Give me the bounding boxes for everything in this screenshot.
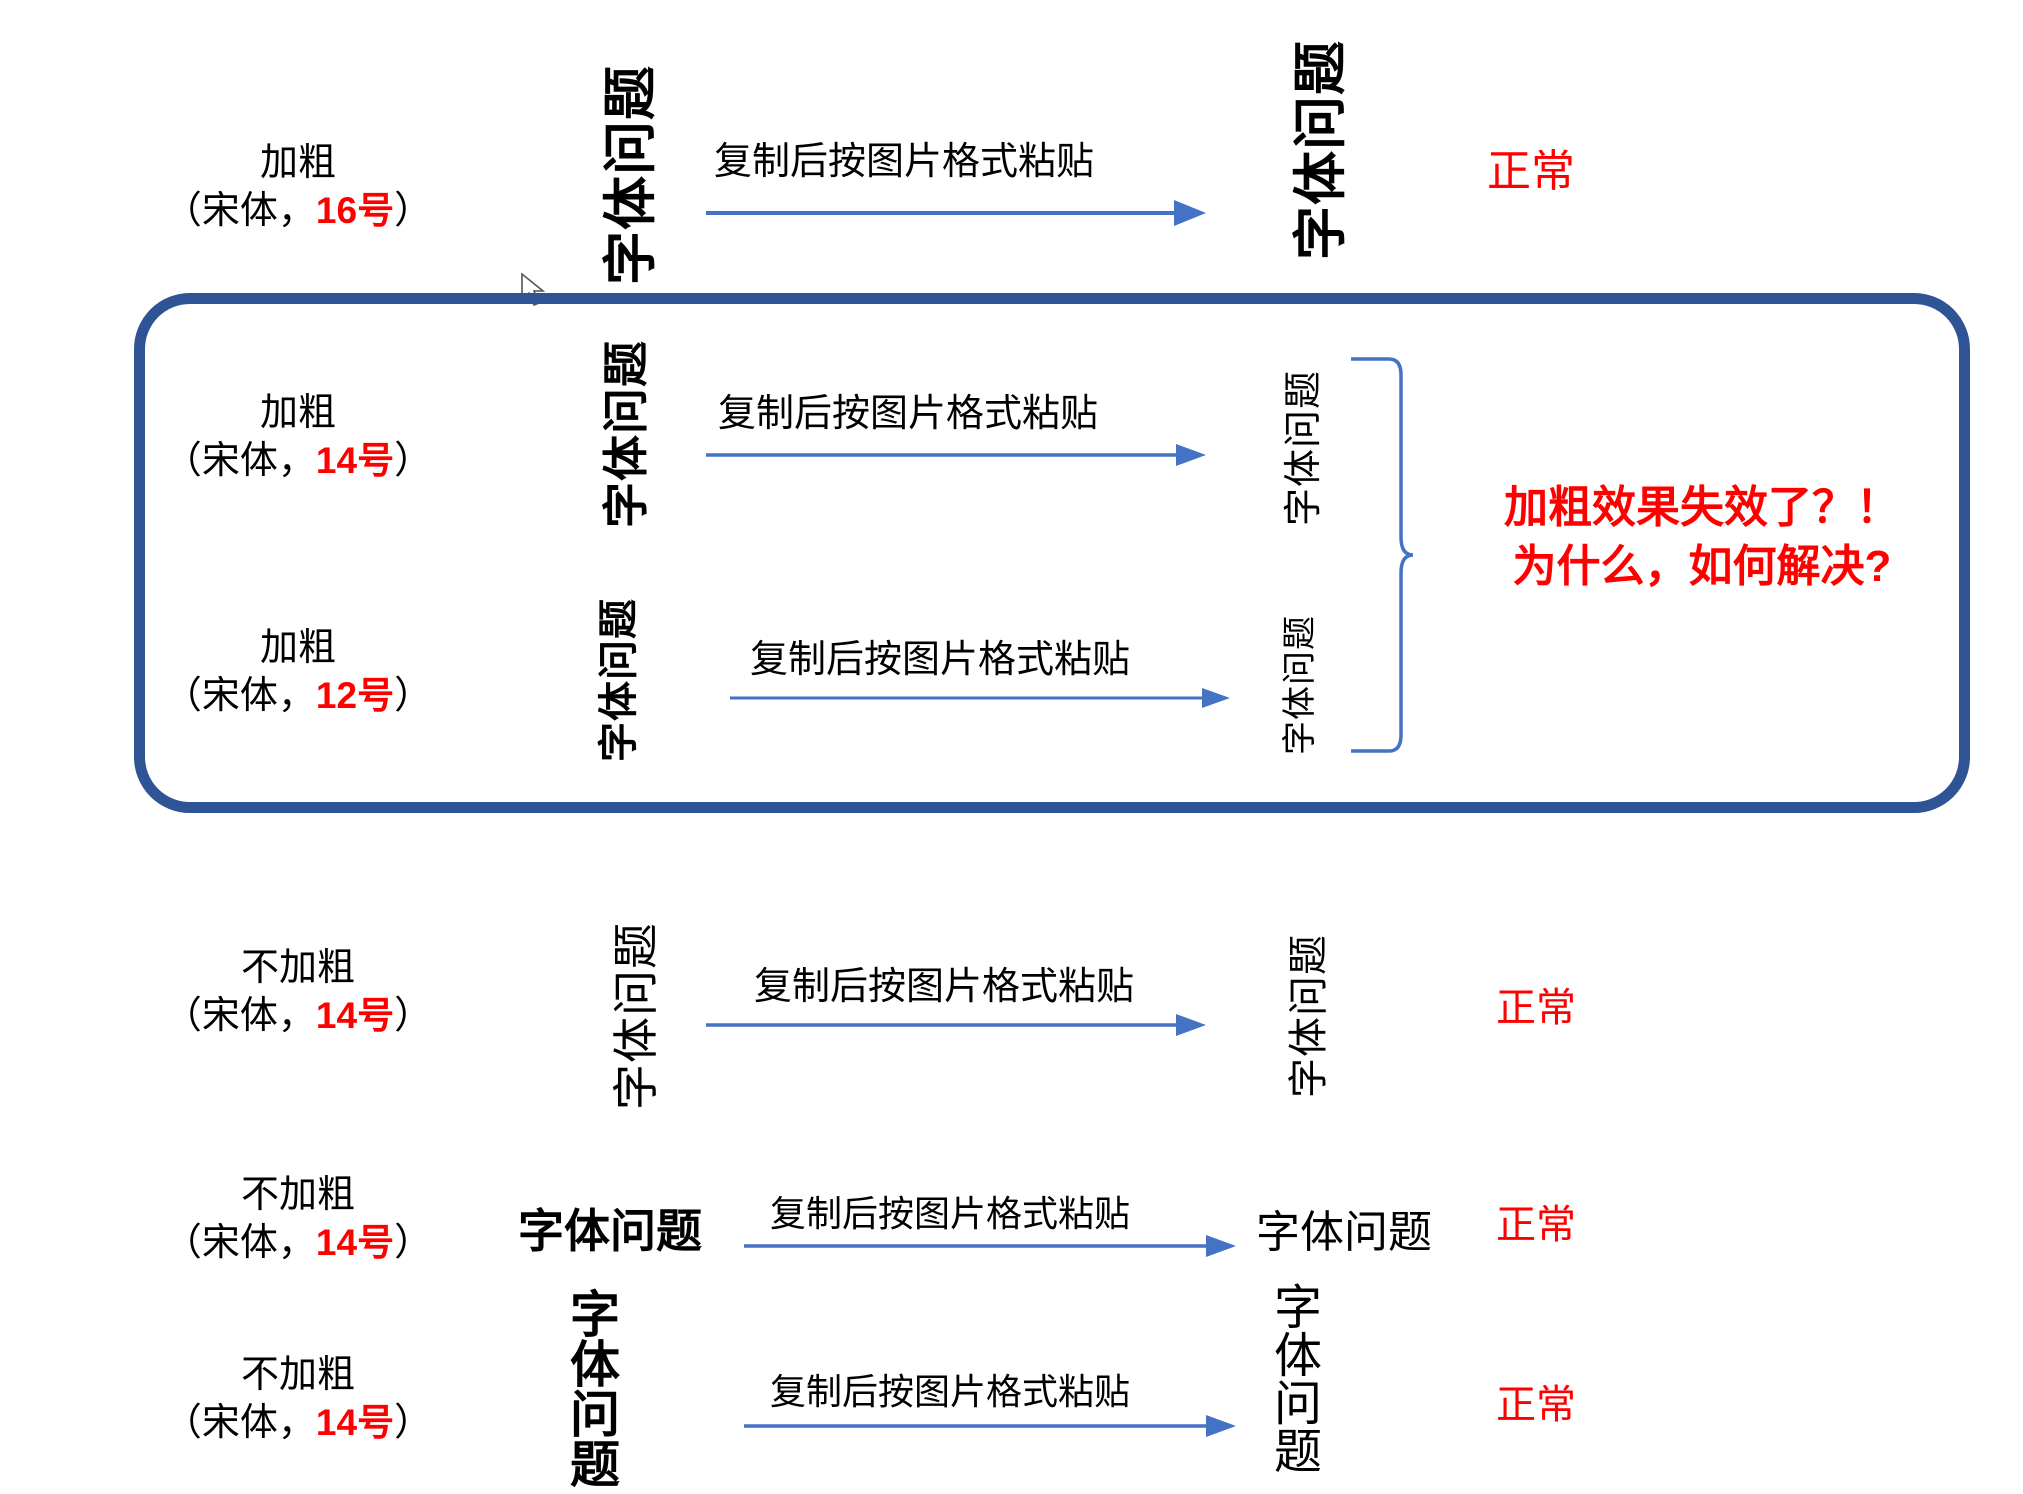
- row-caption-6: 复制后按图片格式粘贴: [770, 1372, 1131, 1412]
- row-label-2: 加粗 （宋体，14号）: [148, 390, 448, 486]
- row-label-5-suffix: ）: [394, 1221, 433, 1264]
- row-status-6: 正常: [1496, 1382, 1576, 1427]
- row-label-5-prefix: （宋体，: [163, 1221, 316, 1264]
- row-label-2-prefix: （宋体，: [163, 439, 316, 482]
- row-label-4-suffix: ）: [394, 994, 433, 1037]
- row-result-text-3: 字体问题: [1282, 615, 1319, 755]
- row-label-5-size: 14号: [315, 1221, 395, 1263]
- row-label-3: 加粗 （宋体，12号）: [148, 625, 448, 721]
- row-arrow-1: [706, 200, 1206, 226]
- row-result-text-5: 字体问题: [1256, 1208, 1432, 1257]
- row-result-text-2: 字体问题: [1283, 369, 1325, 526]
- row-label-1-weight: 加粗: [259, 142, 336, 184]
- row-label-5: 不加粗 （宋体，14号）: [148, 1172, 448, 1268]
- highlight-box: [134, 293, 1970, 813]
- row-label-4-weight: 不加粗: [240, 947, 355, 989]
- row-label-3-suffix: ）: [394, 674, 433, 717]
- row-label-2-suffix: ）: [394, 439, 433, 482]
- alert-annotation-line2: 为什么，如何解决?: [1512, 542, 1892, 592]
- row-result-text-4: 字体问题: [1286, 934, 1331, 1098]
- row-label-6-weight: 不加粗: [240, 1354, 355, 1396]
- row-label-6-prefix: （宋体，: [163, 1401, 316, 1444]
- row-caption-4: 复制后按图片格式粘贴: [754, 966, 1135, 1008]
- row-label-1-font: （宋体，16号）: [148, 188, 448, 236]
- row-source-text-5: 字体问题: [518, 1205, 702, 1257]
- row-caption-3: 复制后按图片格式粘贴: [750, 639, 1131, 681]
- row-label-3-font: （宋体，12号）: [148, 673, 448, 721]
- row-source-text-2: 字体问题: [600, 340, 652, 528]
- alert-annotation-line1: 加粗效果失效了？！: [1504, 483, 1900, 532]
- row-label-1-prefix: （宋体，: [163, 189, 316, 232]
- row-result-text-6: 字体问题: [1266, 1282, 1319, 1474]
- row-label-4: 不加粗 （宋体，14号）: [148, 945, 448, 1041]
- row-label-6-size: 14号: [315, 1401, 395, 1443]
- curly-brace: [1351, 357, 1414, 753]
- row-label-5-font: （宋体，14号）: [148, 1220, 448, 1268]
- row-status-5: 正常: [1496, 1202, 1576, 1247]
- row-source-text-6: 字体问题: [563, 1288, 619, 1488]
- row-arrow-6: [744, 1415, 1236, 1437]
- row-label-2-font: （宋体，14号）: [148, 438, 448, 486]
- row-arrow-4: [706, 1014, 1206, 1036]
- row-arrow-5: [744, 1235, 1236, 1257]
- row-label-4-font: （宋体，14号）: [148, 993, 448, 1041]
- row-source-text-4: 字体问题: [610, 922, 662, 1110]
- row-label-2-weight: 加粗: [259, 392, 336, 434]
- row-label-1-suffix: ）: [394, 189, 433, 232]
- row-label-6-suffix: ）: [394, 1401, 433, 1444]
- row-label-6-font: （宋体，14号）: [148, 1400, 448, 1448]
- row-label-1: 加粗 （宋体，16号）: [148, 140, 448, 236]
- row-caption-5: 复制后按图片格式粘贴: [770, 1194, 1131, 1234]
- row-label-5-weight: 不加粗: [240, 1174, 355, 1216]
- row-arrow-2: [706, 444, 1206, 466]
- row-label-2-size: 14号: [315, 439, 395, 481]
- row-source-text-3: 字体问题: [597, 598, 641, 762]
- row-arrow-3: [730, 688, 1230, 708]
- row-status-4: 正常: [1496, 985, 1576, 1030]
- row-label-4-prefix: （宋体，: [163, 994, 316, 1037]
- row-label-4-size: 14号: [315, 994, 395, 1036]
- row-label-1-size: 16号: [315, 189, 395, 231]
- row-source-text-1: 字体问题: [601, 65, 661, 285]
- row-result-text-1: 字体问题: [1291, 40, 1351, 260]
- row-label-6: 不加粗 （宋体，14号）: [148, 1352, 448, 1448]
- row-caption-1: 复制后按图片格式粘贴: [714, 141, 1095, 183]
- alert-annotation: 加粗效果失效了？！ 为什么，如何解决?: [1487, 478, 1917, 597]
- row-status-1: 正常: [1487, 147, 1575, 196]
- row-label-3-size: 12号: [315, 674, 395, 716]
- row-label-3-weight: 加粗: [259, 627, 336, 669]
- row-label-3-prefix: （宋体，: [163, 674, 316, 717]
- row-caption-2: 复制后按图片格式粘贴: [718, 393, 1099, 435]
